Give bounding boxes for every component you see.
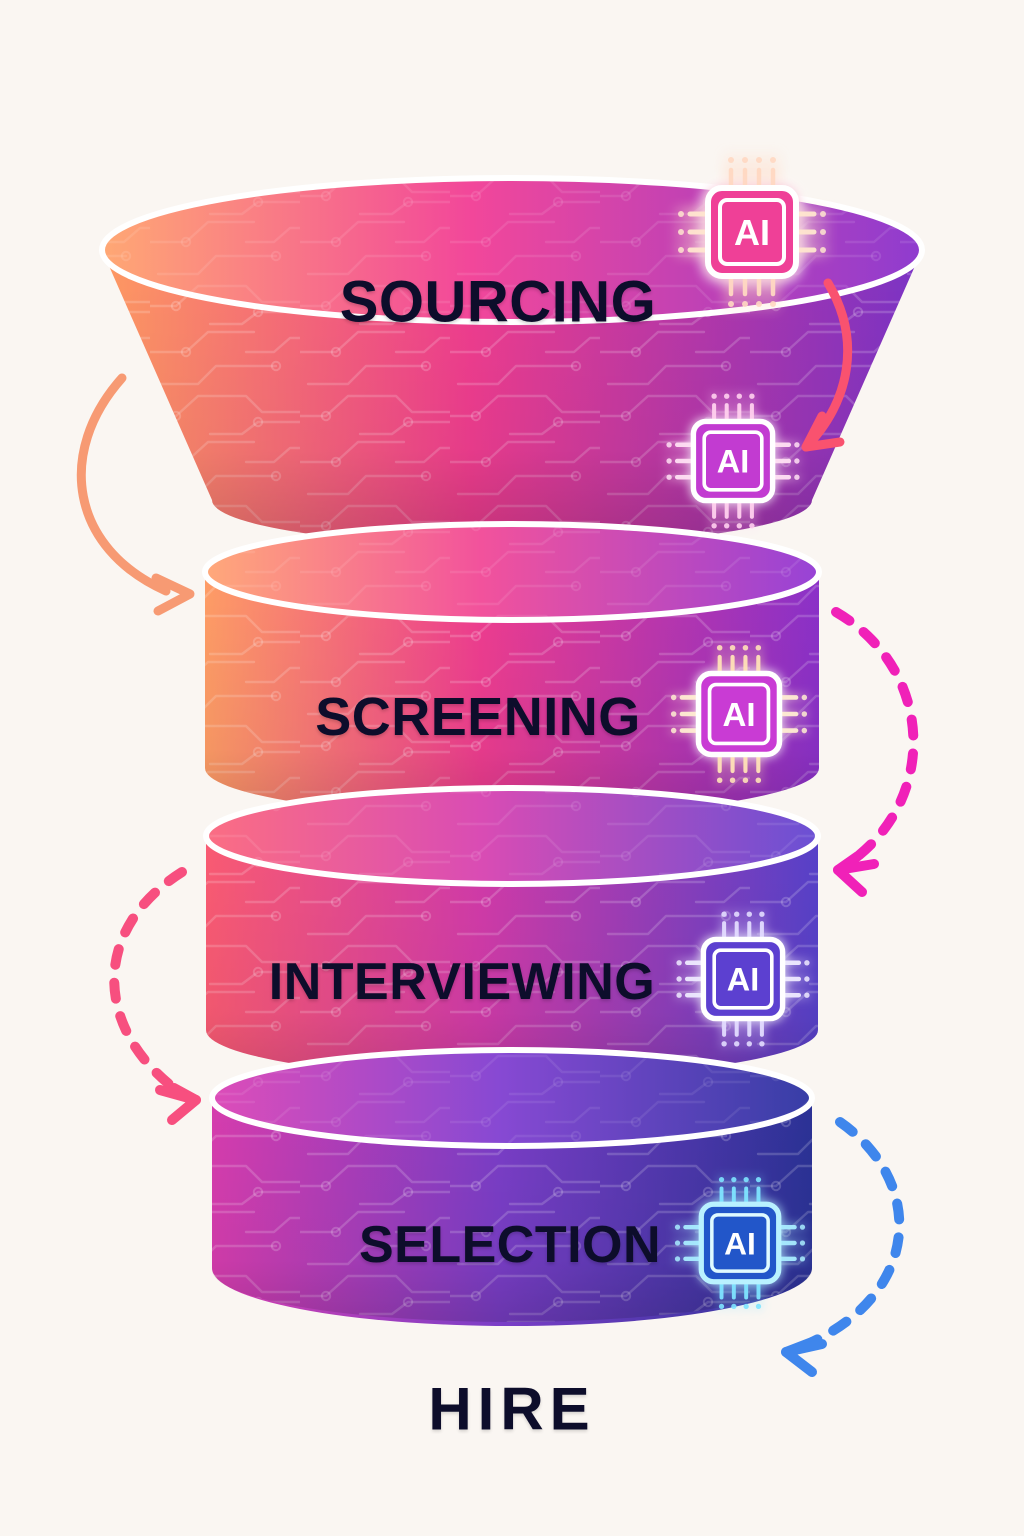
arrow-interviewing-to-selection	[109, 867, 201, 1125]
arrow-shaft	[76, 373, 171, 596]
arrow-shaft	[801, 278, 852, 452]
arrow-shaft-dashed	[109, 867, 187, 1093]
screening-top-circuit	[205, 524, 819, 620]
ai-chip-label: AI	[717, 444, 749, 480]
arrow-shaft-dashed	[831, 607, 919, 861]
screening-rim	[202, 521, 822, 623]
arrow-head-icon	[781, 1339, 827, 1377]
arrow-head-icon	[801, 411, 845, 452]
ai-chip-screening[interactable]: AI	[670, 645, 808, 783]
ai-chip-label: AI	[734, 212, 770, 253]
arrow-head-icon	[151, 573, 195, 616]
ai-chip-sourcing-lower[interactable]: AI	[666, 393, 800, 529]
sourcing-rim	[99, 175, 925, 325]
ai-chip-label: AI	[722, 697, 755, 734]
funnel-stage-selection[interactable]	[206, 1047, 824, 1336]
arrow-selection-to-hire	[781, 1117, 905, 1377]
ai-chip-sourcing-top[interactable]: AI	[678, 157, 826, 307]
interviewing-rim	[203, 785, 821, 887]
arrow-head-icon	[833, 859, 879, 897]
ai-chip-label: AI	[727, 962, 759, 998]
ai-chip-label: AI	[724, 1225, 756, 1261]
ai-chip-interviewing[interactable]: AI	[676, 911, 810, 1047]
arrow-sourcing-inner	[801, 278, 852, 452]
outcome-label-hire: HIRE	[428, 1375, 596, 1443]
selection-rim	[209, 1047, 815, 1149]
arrow-head-icon	[155, 1085, 201, 1125]
funnel-stage-interviewing[interactable]	[200, 785, 830, 1094]
interviewing-top-circuit	[206, 788, 818, 884]
arrow-screening-to-interviewing	[831, 607, 919, 897]
funnel-stage-screening[interactable]	[200, 521, 830, 830]
ai-chip-selection[interactable]: AI	[674, 1177, 806, 1309]
selection-top-circuit	[212, 1050, 812, 1146]
arrow-shaft-dashed	[807, 1117, 905, 1347]
arrow-sourcing-to-screening	[76, 373, 195, 616]
